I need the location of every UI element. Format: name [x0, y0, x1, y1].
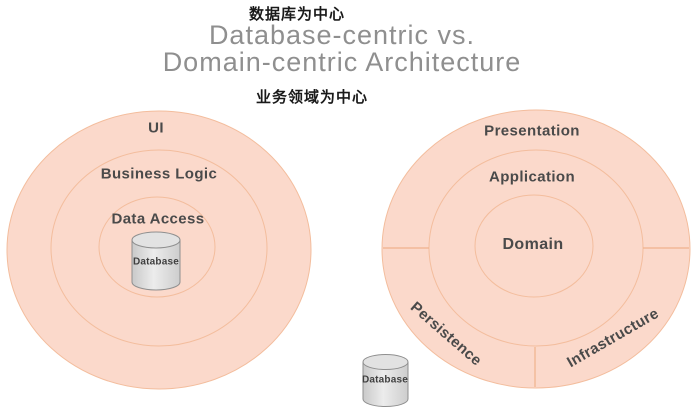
title-line1: Database-centric vs. — [208, 20, 476, 50]
page-title: Database-centric vs. Domain-centric Arch… — [163, 22, 522, 76]
external-database-cylinder-label: Database — [361, 374, 409, 386]
database-cylinder-icon — [131, 231, 181, 291]
domain-centric-rings — [381, 109, 691, 389]
title-line2: Domain-centric Architecture — [162, 47, 522, 77]
external-database-cylinder-icon — [362, 354, 409, 407]
layer-label-business-logic: Business Logic — [100, 165, 218, 183]
layer-label-domain: Domain — [502, 236, 564, 253]
layer-label-ui: UI — [148, 119, 164, 137]
database-cylinder-label: Database — [132, 256, 180, 268]
layer-label-data-access: Data Access — [111, 210, 205, 228]
layer-label-presentation: Presentation — [484, 122, 580, 140]
domain-inner-ring — [474, 194, 594, 298]
layer-label-application: Application — [488, 168, 576, 186]
caption-database-centric-zh: 数据库为中心 — [248, 6, 346, 23]
caption-domain-centric-zh: 业务领域为中心 — [255, 89, 369, 106]
